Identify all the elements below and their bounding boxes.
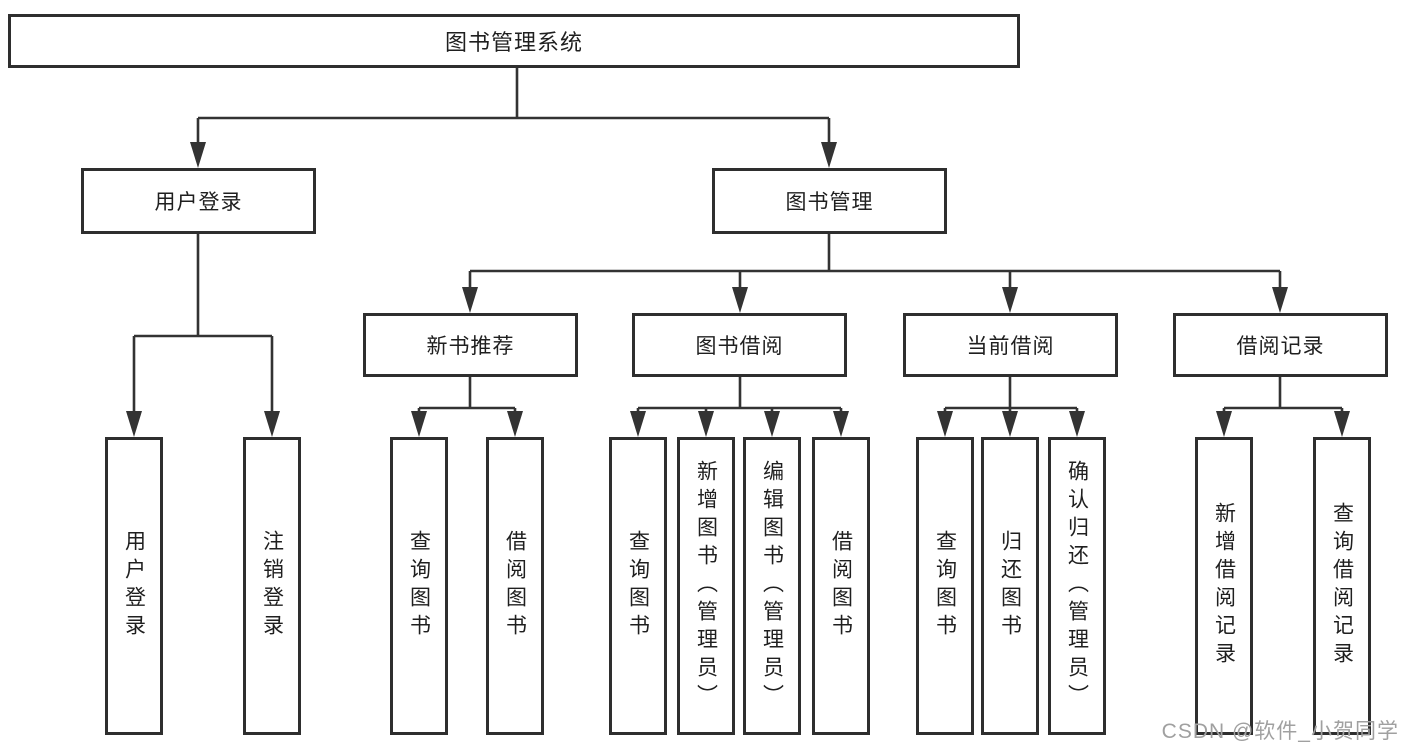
- leaf-borrow-books-2: 借阅图书: [812, 437, 870, 735]
- leaf-return-book: 归还图书: [981, 437, 1039, 735]
- leaf-confirm-return-admin: 确认归还（管理员）: [1048, 437, 1106, 735]
- leaf-user-login: 用户登录: [105, 437, 163, 735]
- leaf-edit-book-admin: 编辑图书（管理员）: [743, 437, 801, 735]
- leaf-query-books-3: 查询图书: [916, 437, 974, 735]
- node-book-management: 图书管理: [712, 168, 947, 234]
- node-current-borrow: 当前借阅: [903, 313, 1118, 377]
- node-new-book-recommend: 新书推荐: [363, 313, 578, 377]
- node-user-login: 用户登录: [81, 168, 316, 234]
- leaf-logout: 注销登录: [243, 437, 301, 735]
- node-library-management-system: 图书管理系统: [8, 14, 1020, 68]
- leaf-query-books-2: 查询图书: [609, 437, 667, 735]
- leaf-borrow-books: 借阅图书: [486, 437, 544, 735]
- leaf-add-borrow-record: 新增借阅记录: [1195, 437, 1253, 735]
- node-borrow-records: 借阅记录: [1173, 313, 1388, 377]
- leaf-add-book-admin: 新增图书（管理员）: [677, 437, 735, 735]
- node-book-borrow: 图书借阅: [632, 313, 847, 377]
- arrowheads: [126, 142, 1350, 437]
- connector-shafts: [132, 67, 1344, 415]
- leaf-query-books: 查询图书: [390, 437, 448, 735]
- leaf-query-borrow-record: 查询借阅记录: [1313, 437, 1371, 735]
- watermark-text: CSDN @软件_小贺同学: [1161, 720, 1399, 743]
